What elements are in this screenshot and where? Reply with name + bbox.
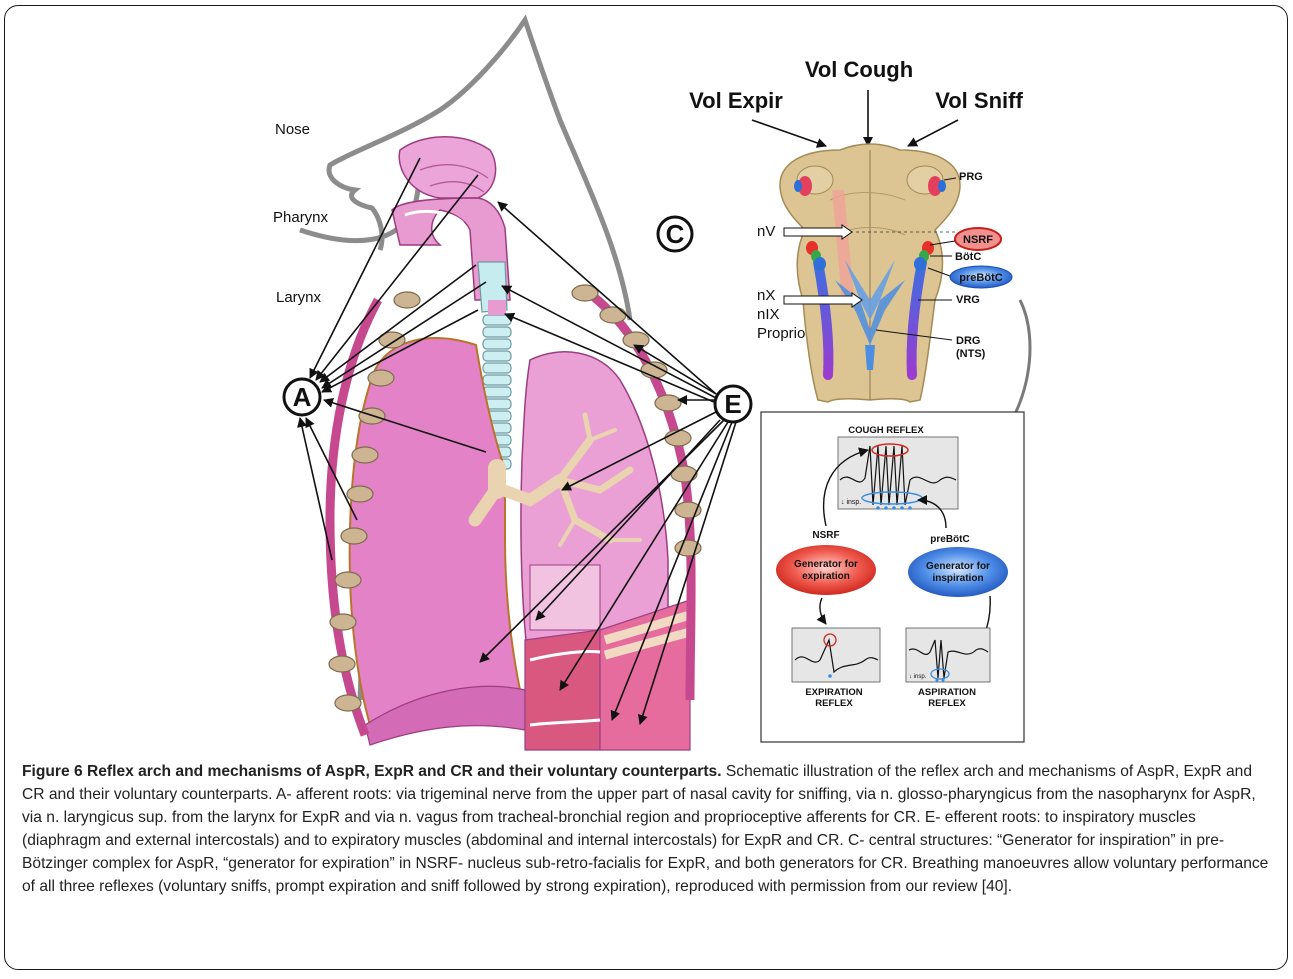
gen-inspiration-line2: inspiration bbox=[932, 573, 983, 584]
aspiration-insp-marker: ↓ insp. bbox=[909, 674, 927, 680]
expiration-trace-box bbox=[792, 628, 880, 682]
anatomy-illustration: Nose Pharynx Larynx A E C bbox=[273, 20, 751, 750]
vol-expir-label: Vol Expir bbox=[689, 88, 783, 113]
vrg-label: VRG bbox=[956, 294, 980, 306]
figure-caption: Figure 6 Reflex arch and mechanisms of A… bbox=[22, 760, 1274, 898]
nts-label: (NTS) bbox=[956, 348, 986, 360]
caption-title: Figure 6 Reflex arch and mechanisms of A… bbox=[22, 763, 722, 780]
vol-sniff-label: Vol Sniff bbox=[935, 88, 1023, 113]
central-letter: C bbox=[666, 219, 685, 249]
cough-insp-marker: ↓ insp. bbox=[841, 499, 861, 506]
generator-inspiration bbox=[908, 547, 1008, 597]
label-larynx: Larynx bbox=[276, 289, 322, 306]
efferent-letter: E bbox=[724, 389, 741, 419]
prg-label: PRG bbox=[959, 171, 983, 183]
gen-inspiration-line1: Generator for bbox=[926, 561, 990, 572]
botc-label: BötC bbox=[955, 251, 981, 263]
nsrf-label: NSRF bbox=[963, 234, 993, 246]
gen-expiration-line2: expiration bbox=[802, 571, 850, 582]
rib-cage-detail bbox=[530, 565, 600, 630]
drg-label: DRG bbox=[956, 335, 980, 347]
panel-nsrf-label: NSRF bbox=[812, 530, 839, 541]
nx-label: nX bbox=[757, 287, 775, 304]
aspiration-reflex-line2: REFLEX bbox=[928, 698, 966, 709]
nasal-cavity bbox=[399, 137, 495, 198]
expiration-reflex-line1: EXPIRATION bbox=[805, 687, 862, 698]
nv-label: nV bbox=[757, 223, 775, 240]
prebotc-label: preBötC bbox=[959, 272, 1002, 284]
expiration-reflex-line2: REFLEX bbox=[815, 698, 853, 709]
vol-cough-label: Vol Cough bbox=[805, 57, 913, 82]
figure-illustration: Nose Pharynx Larynx A E C bbox=[0, 0, 1293, 760]
label-nose: Nose bbox=[275, 121, 310, 138]
proprio-label: Proprio bbox=[757, 325, 805, 342]
gen-expiration-line1: Generator for bbox=[794, 559, 858, 570]
cough-reflex-title: COUGH REFLEX bbox=[848, 425, 924, 436]
generator-expiration bbox=[776, 545, 876, 595]
panel-prebotc-label: preBötC bbox=[930, 534, 969, 545]
label-pharynx: Pharynx bbox=[273, 209, 329, 226]
mechanism-panel: COUGH REFLEX ↓ insp. NSRF preBötC Genera… bbox=[761, 412, 1024, 742]
nix-label: nIX bbox=[757, 306, 780, 323]
abdominal-muscles bbox=[525, 630, 600, 750]
caption-body: Schematic illustration of the reflex arc… bbox=[22, 763, 1268, 895]
afferent-letter: A bbox=[293, 382, 312, 412]
aspiration-reflex-line1: ASPIRATION bbox=[918, 687, 976, 698]
